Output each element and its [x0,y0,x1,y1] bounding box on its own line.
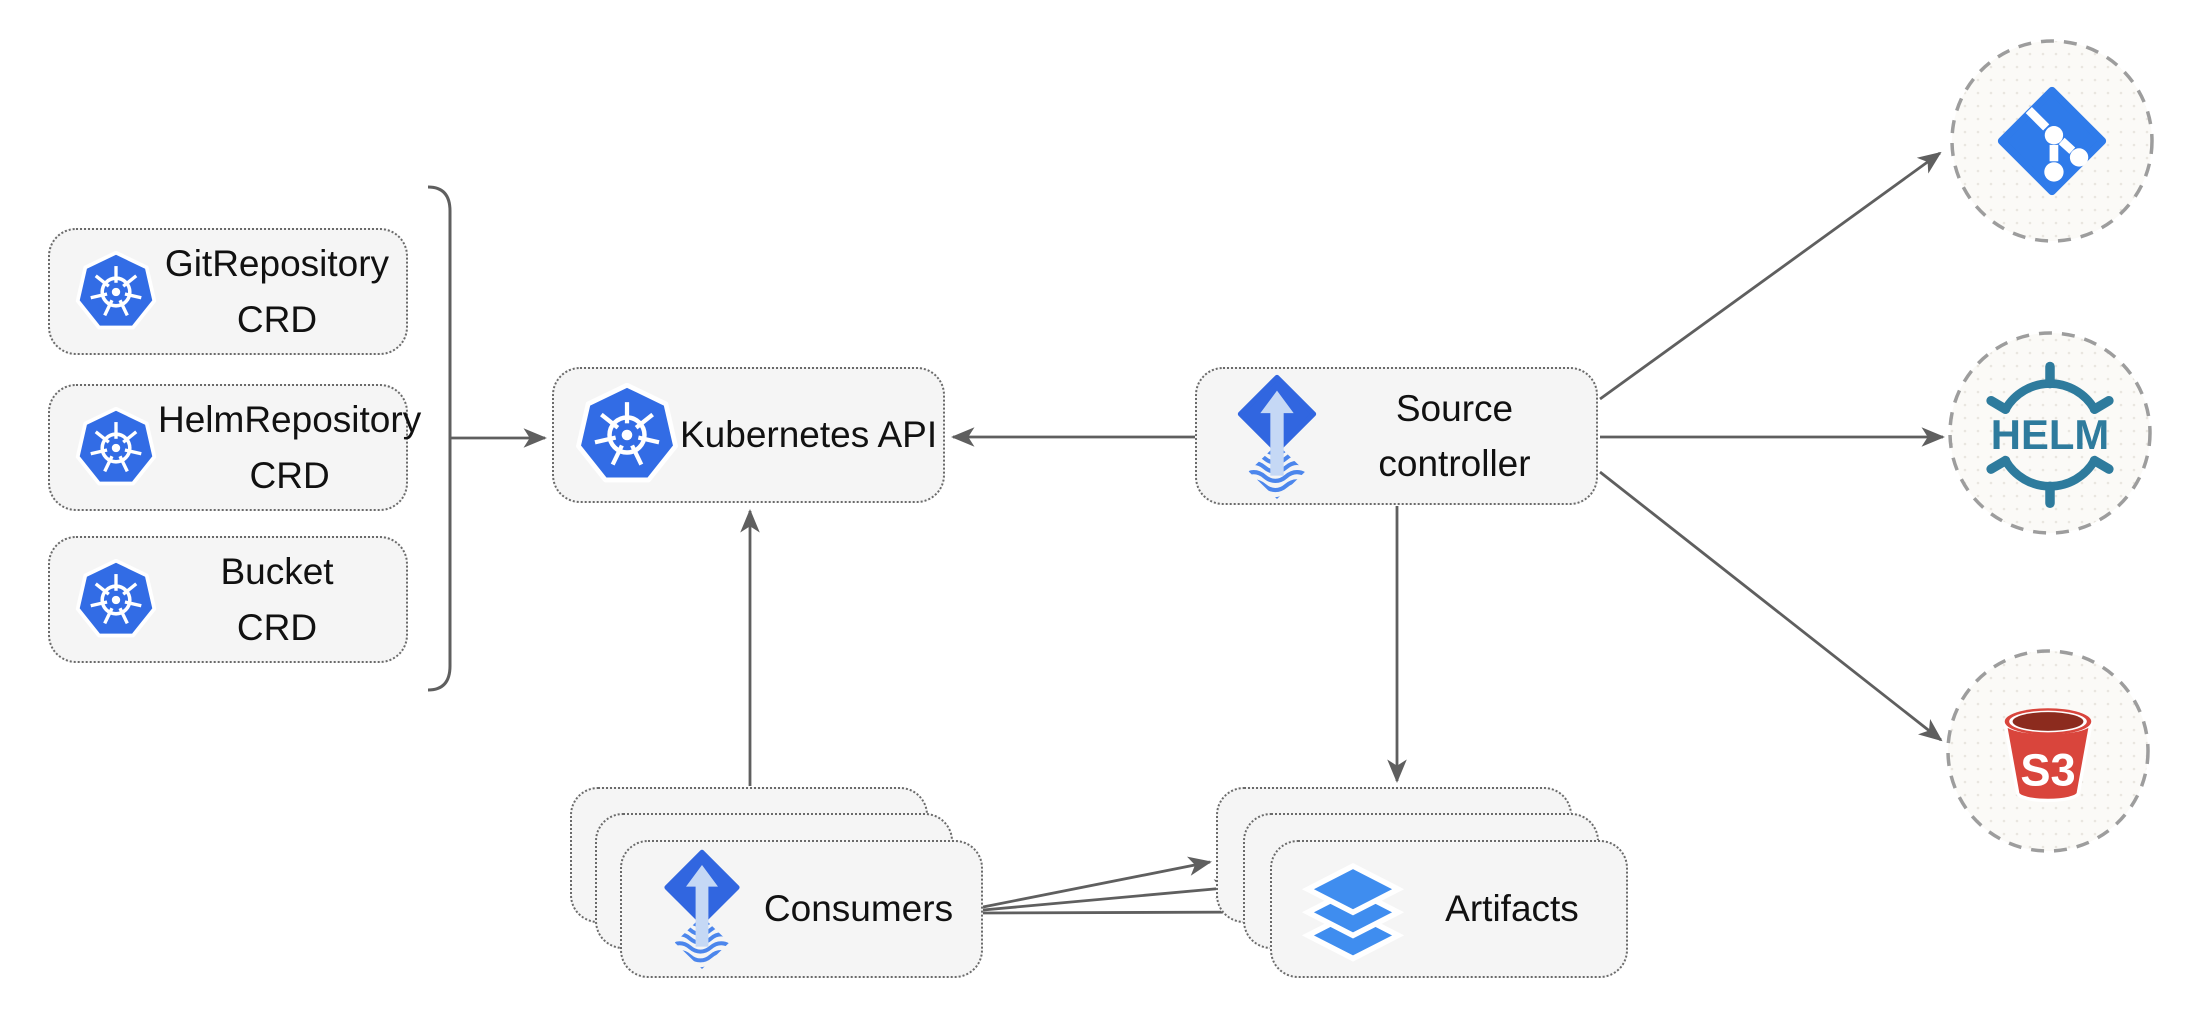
arrow-consumers-to-artifacts-3 [982,902,1265,922]
artifacts-label: Artifacts [1445,888,1579,930]
helm-icon: HELM [1986,361,2114,509]
s3-label: S3 [2020,744,2075,795]
source-controller-box: Source controller [1195,367,1598,505]
git-icon [1997,86,2107,196]
kubernetes-icon [74,251,158,333]
helmrepository-crd-box: HelmRepository CRD [48,384,421,511]
consumers-box: Consumers [620,840,983,978]
arrow-consumers-to-artifacts-1 [982,856,1212,909]
helm-target-circle [1948,331,2152,535]
artifact-layers-icon [1298,856,1408,962]
kubernetes-icon [74,407,158,489]
artifacts-box: Artifacts [1270,840,1628,978]
bucket-crd-box: Bucket CRD [48,536,408,663]
gitrepository-crd-label: GitRepository CRD [164,243,390,340]
source-controller-label: Source controller [1378,387,1531,485]
consumers-label: Consumers [763,888,954,930]
arrow-source-controller-to-git [1599,151,1942,401]
flux-source-icon [1231,374,1323,499]
arrow-consumers-to-artifacts-2 [982,879,1238,912]
s3-bucket-icon: S3 [2003,708,2093,803]
helm-label: HELM [1991,411,2109,458]
kubernetes-icon [74,559,158,641]
kubernetes-api-box: Kubernetes API [552,367,945,503]
helmrepository-crd-label: HelmRepository CRD [158,399,422,496]
kubernetes-icon [574,383,680,487]
bucket-crd-label: Bucket CRD [220,551,334,648]
gitrepository-crd-box: GitRepository CRD [48,228,408,355]
arrow-source-controller-to-s3 [1599,470,1943,742]
kubernetes-api-label: Kubernetes API [680,414,938,456]
crd-group-bracket [427,185,452,692]
flux-source-icon [658,849,746,969]
